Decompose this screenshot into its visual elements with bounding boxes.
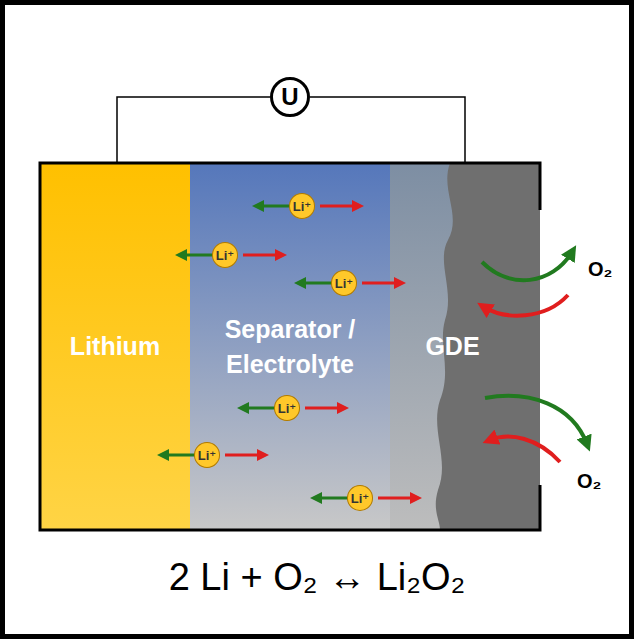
charge-arrow: [362, 282, 400, 285]
discharge-arrow: [316, 497, 350, 500]
separator-region: Separator / ElectrolyteLi⁺Li⁺Li⁺Li⁺Li⁺Li…: [186, 163, 394, 530]
anode-region: Lithium: [40, 163, 190, 530]
discharge-arrow: [258, 205, 292, 208]
charge-arrow: [320, 205, 358, 208]
oxygen-in-arrow: [482, 252, 572, 280]
lithium-fill: [40, 163, 190, 530]
oxygen-out-arrow: [484, 295, 568, 316]
lithium-ion: Li⁺: [194, 442, 220, 468]
charge-arrow: [378, 497, 416, 500]
node-text: GDE: [425, 329, 479, 364]
gas-label: O₂: [577, 470, 601, 493]
lithium-ion: Li⁺: [212, 242, 238, 268]
node-text: Lithium: [70, 329, 160, 364]
node-text: Li⁺: [351, 492, 369, 505]
node-text: U: [281, 85, 298, 109]
discharge-arrow: [243, 407, 277, 410]
oxygen-out-arrow: [490, 437, 560, 462]
discharge-arrow: [181, 254, 215, 257]
voltmeter-symbol: U: [270, 77, 310, 117]
reaction-equation: 2 Li + O₂ ↔ Li₂O₂: [0, 556, 634, 599]
node-text: Li⁺: [335, 277, 353, 290]
node-text: Li⁺: [216, 249, 234, 262]
cell-border: [40, 163, 540, 530]
charge-arrow: [243, 254, 281, 257]
circuit-wire: [117, 97, 270, 163]
discharge-arrow: [300, 282, 334, 285]
gas-label: O₂: [588, 258, 612, 281]
oxygen-arrows: [482, 252, 587, 462]
separator-fill: [190, 163, 390, 530]
circuit-wire: [310, 97, 465, 163]
cathode-region: GDE: [390, 163, 515, 530]
lithium-ion: Li⁺: [347, 485, 373, 511]
charge-arrow: [305, 407, 343, 410]
outer-frame: [3, 3, 632, 637]
lithium-ion: Li⁺: [274, 395, 300, 421]
charge-arrow: [225, 454, 263, 457]
discharge-arrow: [163, 454, 197, 457]
node-text: Separator / Electrolyte: [186, 312, 394, 382]
node-text: Li⁺: [278, 402, 296, 415]
node-text: Li⁺: [293, 200, 311, 213]
ion-arrows: [163, 206, 416, 498]
node-text: Li⁺: [198, 449, 216, 462]
lithium-ion: Li⁺: [331, 270, 357, 296]
lithium-ion: Li⁺: [289, 193, 315, 219]
gde-fill: [390, 163, 540, 530]
